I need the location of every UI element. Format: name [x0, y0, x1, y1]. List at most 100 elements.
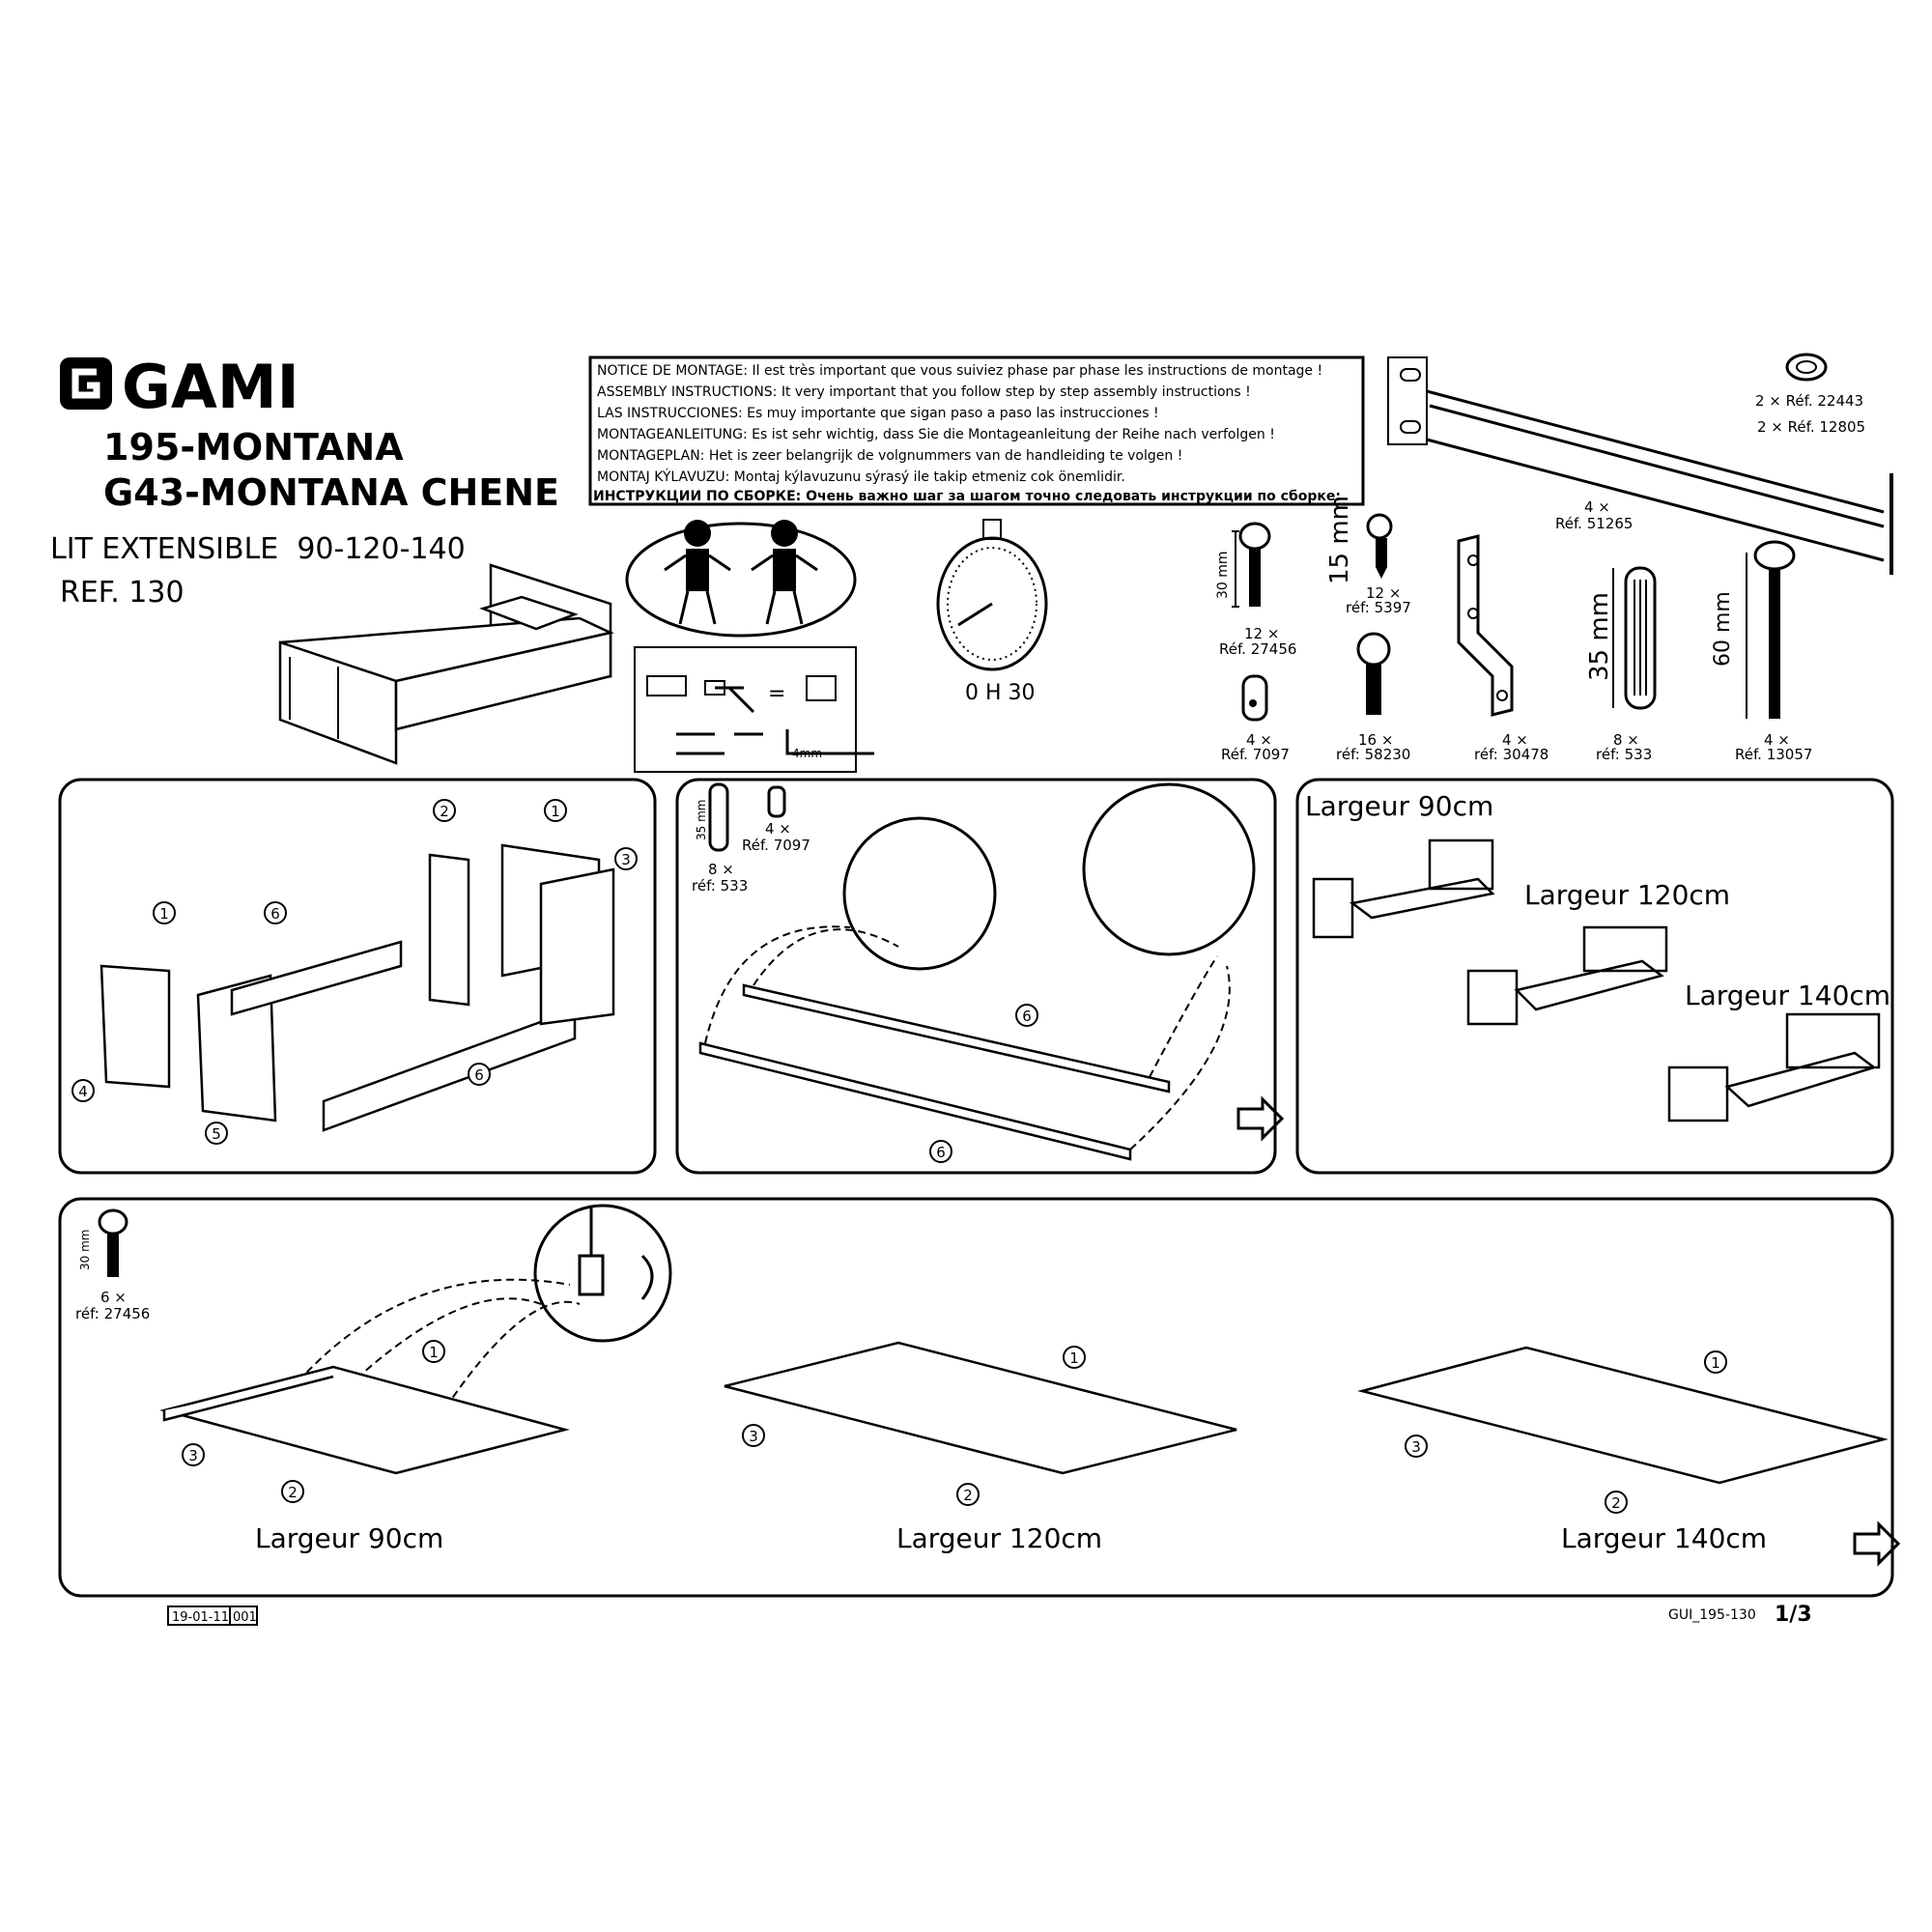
svg-text:8 ×: 8 ×	[1613, 731, 1639, 749]
toolbox-icon	[806, 675, 837, 701]
svg-text:réf: 533: réf: 533	[1596, 746, 1652, 763]
svg-text:Réf. 7097: Réf. 7097	[742, 837, 810, 854]
svg-text:6: 6	[1022, 1008, 1032, 1025]
width-140-label: Largeur 140cm	[1685, 980, 1890, 1011]
svg-text:8 ×: 8 ×	[708, 861, 734, 878]
svg-text:1: 1	[429, 1344, 439, 1361]
svg-text:35 mm: 35 mm	[1585, 592, 1614, 681]
product-name: LIT EXTENSIBLE 90-120-140	[50, 532, 466, 566]
bed-illustration	[278, 563, 614, 765]
svg-text:4mm: 4mm	[792, 747, 822, 760]
svg-text:6: 6	[936, 1144, 946, 1161]
bracket-icon	[1457, 534, 1514, 717]
screwdriver-icon	[676, 732, 763, 755]
svg-text:réf: 27456: réf: 27456	[75, 1305, 150, 1322]
svg-text:réf: 533: réf: 533	[692, 877, 748, 895]
step-1-exploded-view	[99, 843, 615, 1132]
svg-text:6: 6	[474, 1066, 484, 1084]
step-4-callouts: 1 3 2 1 3 2 1 3 2	[182, 1340, 1727, 1514]
svg-text:LAS INSTRUCCIONES: Es muy impo: LAS INSTRUCCIONES: Es muy importante que…	[597, 406, 1159, 421]
screw-icon	[1356, 632, 1391, 715]
model-name-oak: G43-MONTANA CHENE	[103, 471, 559, 514]
svg-text:GAMI: GAMI	[122, 352, 299, 422]
svg-text:Réf. 51265: Réf. 51265	[1555, 515, 1633, 532]
svg-text:1: 1	[551, 803, 560, 820]
allen-key-icon	[785, 729, 874, 755]
svg-text:réf: 5397: réf: 5397	[1346, 599, 1411, 616]
hammer-icon	[704, 680, 755, 714]
svg-text:15 mm: 15 mm	[1325, 496, 1354, 584]
footer-date-box: 19-01-11 001	[167, 1605, 258, 1626]
svg-text:MONTAJ KÝLAVUZU: Montaj kýlavu: MONTAJ KÝLAVUZU: Montaj kýlavuzunu sýras…	[597, 469, 1125, 485]
svg-text:60 mm: 60 mm	[1711, 591, 1735, 667]
svg-text:30 mm: 30 mm	[1215, 551, 1231, 599]
step-1-panel	[58, 778, 657, 1175]
svg-text:2 × Réf. 12805: 2 × Réf. 12805	[1757, 418, 1865, 436]
tools-box: = 4mm	[634, 646, 874, 773]
svg-text:2: 2	[440, 803, 449, 820]
svg-text:35 mm: 35 mm	[695, 800, 708, 840]
svg-text:NOTICE DE MONTAGE: Il est très: NOTICE DE MONTAGE: Il est très important…	[597, 363, 1322, 379]
svg-text:ИНСТРУКЦИИ ПО СБОРКЕ: Очень ва: ИНСТРУКЦИИ ПО СБОРКЕ: Очень важно шаг за…	[593, 489, 1341, 504]
dowel-icon: 35 mm	[1585, 566, 1657, 710]
drill-icon	[646, 675, 687, 696]
step-4-drawing	[159, 1204, 1901, 1567]
bolt-30mm-icon: 30 mm	[1215, 522, 1271, 608]
svg-text:6 ×: 6 ×	[100, 1289, 127, 1306]
svg-text:Réf. 7097: Réf. 7097	[1221, 746, 1290, 763]
svg-text:Réf. 27456: Réf. 27456	[1219, 640, 1296, 658]
svg-text:1: 1	[159, 905, 169, 923]
svg-text:1: 1	[1711, 1354, 1720, 1372]
washer-icon	[1785, 353, 1828, 382]
width-90-label: Largeur 90cm	[1305, 790, 1493, 822]
assembly-time: 0 H 30	[965, 681, 1036, 705]
model-name: 195-MONTANA	[103, 426, 404, 469]
svg-text:3: 3	[749, 1428, 758, 1445]
svg-text:30 mm: 30 mm	[78, 1230, 92, 1270]
svg-text:Réf. 13057: Réf. 13057	[1735, 746, 1812, 763]
document-code: GUI_195-130	[1668, 1607, 1756, 1623]
svg-text:12 ×: 12 ×	[1244, 625, 1279, 642]
step-1-callouts: 2 1 3 1 6 4 5 6	[71, 799, 638, 1145]
width-120-label: Largeur 120cm	[1524, 879, 1730, 911]
svg-text:2 × Réf. 22443: 2 × Réf. 22443	[1755, 392, 1863, 410]
svg-text:6: 6	[270, 905, 280, 923]
svg-text:=: =	[768, 682, 785, 706]
gami-logo: GAMI	[60, 352, 299, 422]
svg-text:2: 2	[1611, 1494, 1621, 1512]
svg-text:19-01-11: 19-01-11	[172, 1610, 229, 1625]
svg-text:4 ×: 4 ×	[1502, 731, 1528, 749]
step-2-panel	[675, 778, 1277, 1175]
step-4-width-140: Largeur 140cm	[1561, 1522, 1767, 1554]
step-2-drawing	[698, 782, 1285, 1161]
svg-text:3: 3	[188, 1447, 198, 1464]
two-people-icon	[625, 520, 857, 638]
assembly-notice: NOTICE DE MONTAGE: Il est très important…	[588, 355, 1365, 506]
barrel-nut-icon	[1241, 674, 1268, 722]
svg-text:2: 2	[963, 1487, 973, 1504]
step-3-panel	[1295, 778, 1894, 1175]
svg-text:ASSEMBLY INSTRUCTIONS: It very: ASSEMBLY INSTRUCTIONS: It very important…	[597, 384, 1251, 400]
svg-text:5: 5	[212, 1125, 221, 1143]
svg-text:3: 3	[621, 851, 631, 868]
metal-rail	[1387, 356, 1893, 575]
stopwatch-icon	[936, 519, 1048, 671]
svg-text:12 ×: 12 ×	[1366, 584, 1401, 602]
svg-text:4 ×: 4 ×	[765, 820, 791, 838]
svg-text:4: 4	[78, 1083, 88, 1100]
svg-text:3: 3	[1411, 1438, 1421, 1456]
svg-text:MONTAGEANLEITUNG: Es ist sehr: MONTAGEANLEITUNG: Es ist sehr wichtig, d…	[597, 427, 1275, 442]
svg-text:16 ×: 16 ×	[1358, 731, 1393, 749]
step-2-callouts: 6 6	[929, 1004, 1038, 1163]
svg-text:4 ×: 4 ×	[1584, 498, 1610, 516]
step-4-hardware: 30 mm 6 × réf: 27456	[75, 1208, 150, 1322]
svg-text:1: 1	[1069, 1350, 1079, 1367]
svg-text:réf: 58230: réf: 58230	[1336, 746, 1410, 763]
svg-text:MONTAGEPLAN: Het is zeer belan: MONTAGEPLAN: Het is zeer belangrijk de v…	[597, 448, 1182, 464]
product-ref: REF. 130	[60, 576, 185, 610]
svg-text:001: 001	[233, 1610, 257, 1625]
svg-text:réf: 30478: réf: 30478	[1474, 746, 1548, 763]
step-4-width-90: Largeur 90cm	[255, 1522, 443, 1554]
svg-text:4 ×: 4 ×	[1764, 731, 1790, 749]
